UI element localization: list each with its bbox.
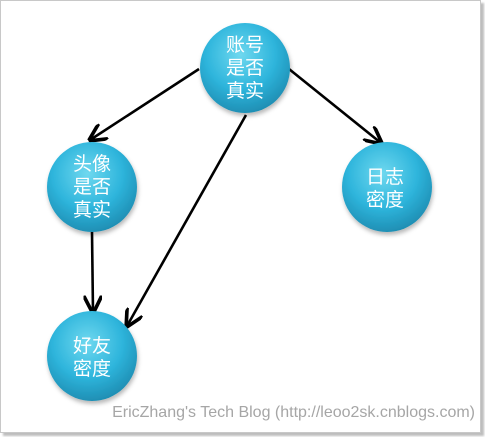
edge-account-to-friend <box>127 114 248 326</box>
edges <box>90 67 381 326</box>
node-friend: 好友 密度 <box>47 311 137 401</box>
node-log-line-2: 密度 <box>366 189 404 211</box>
node-account-line-3: 真实 <box>226 80 264 102</box>
node-friend-line-2: 密度 <box>73 358 111 380</box>
node-account: 账号 是否 真实 <box>200 23 290 113</box>
node-avatar-line-3: 真实 <box>73 199 111 221</box>
node-avatar-line-2: 是否 <box>73 176 111 198</box>
node-avatar-line-1: 头像 <box>73 153 111 175</box>
node-log-line-1: 日志 <box>366 166 404 188</box>
node-friend-line-1: 好友 <box>73 335 111 357</box>
node-log: 日志 密度 <box>342 142 432 232</box>
edge-account-to-avatar <box>90 67 200 140</box>
watermark-text: EricZhang's Tech Blog (http://leoo2sk.cn… <box>112 404 475 421</box>
node-account-line-1: 账号 <box>226 34 264 56</box>
node-account-line-2: 是否 <box>226 57 264 79</box>
node-avatar: 头像 是否 真实 <box>47 142 137 232</box>
edge-avatar-to-friend <box>92 231 93 312</box>
edge-account-to-log <box>288 67 381 143</box>
